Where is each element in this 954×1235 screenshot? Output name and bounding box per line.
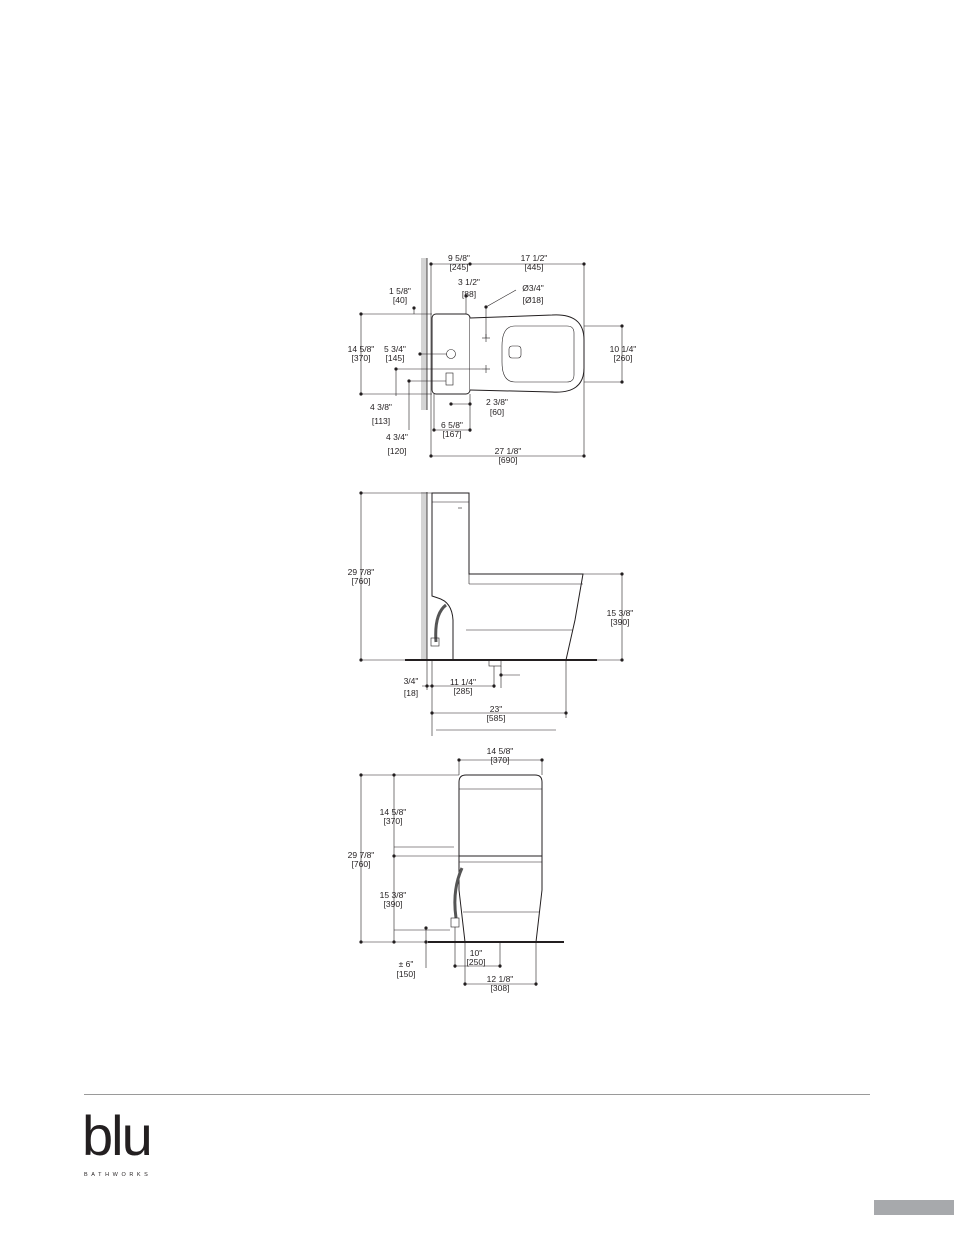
dim-supply-height: 5 3/4"[145] [384,344,406,363]
dim-rough-in: 11 1/4"[285] [450,677,476,696]
dim-base-length: 23"[585] [487,704,506,723]
dim-tank-depth: 9 5/8"[245] [448,253,470,272]
dim-inlet-offset: 3 1/2"[88] [458,277,480,299]
drain [508,345,522,359]
brand-logo: blu BATHWORKS [82,1108,172,1182]
supply-valve [445,372,454,386]
dim-tank-width: 14 5/8"[370] [487,746,514,765]
dim-b: 4 3/4"[120] [386,432,408,456]
supply-valve [450,917,460,928]
dim-d: 6 5/8"[167] [441,420,463,439]
dim-c: 2 3/8"[60] [486,397,508,417]
dim-total-length: 27 1/8"[690] [495,446,522,465]
dim-tank-height: 14 5/8"[370] [380,807,407,826]
dim-bowl-width: 10 1/4"[260] [610,344,637,363]
wall-hatch [421,258,427,410]
top-view: 9 5/8"[245] 17 1/2"[445] 1 5/8"[40] 3 1/… [348,253,637,465]
bowl-opening [501,325,575,383]
wall-hatch [421,492,427,660]
side-view: 29 7/8"[760] 15 3/8"[390] 3/4"[18] 11 1/… [348,491,634,736]
dim-seat-height: 15 3/8"[390] [607,608,634,627]
logo-tagline: BATHWORKS [84,1172,152,1178]
dim-seat-height: 15 3/8"[390] [380,890,407,909]
dim-bolt-diameter: Ø3/4"[Ø18] [522,283,543,305]
dim-height: 29 7/8"[760] [348,850,375,869]
supply-hose [434,603,447,643]
front-view: 14 5/8"[370] 14 5/8"[370] 29 7/8"[760] 1… [348,746,564,993]
bowl-outline [469,314,585,393]
dim-height: 29 7/8"[760] [348,567,375,586]
dim-a: 4 3/8"[113] [370,402,392,426]
dim-supply-offset: 10"[250] [467,948,486,967]
dim-supply: ± 6"[150] [397,959,416,979]
dim-base-width: 12 1/8"[308] [487,974,514,993]
footer-divider [84,1094,870,1095]
dim-bowl-length: 17 1/2"[445] [521,253,548,272]
tank-front-outline [458,774,543,857]
supply-valve [430,637,440,647]
dim-wall-to-tank: 1 5/8"[40] [389,286,411,305]
page-tab [874,1200,954,1215]
bowl-front-outline [458,855,543,943]
dim-wall-gap: 3/4"[18] [404,676,419,698]
logo-wordmark: blu [82,1104,153,1167]
supply-hose [453,867,464,919]
dim-width: 14 5/8"[370] [348,344,375,363]
toilet-side-outline [431,492,584,661]
